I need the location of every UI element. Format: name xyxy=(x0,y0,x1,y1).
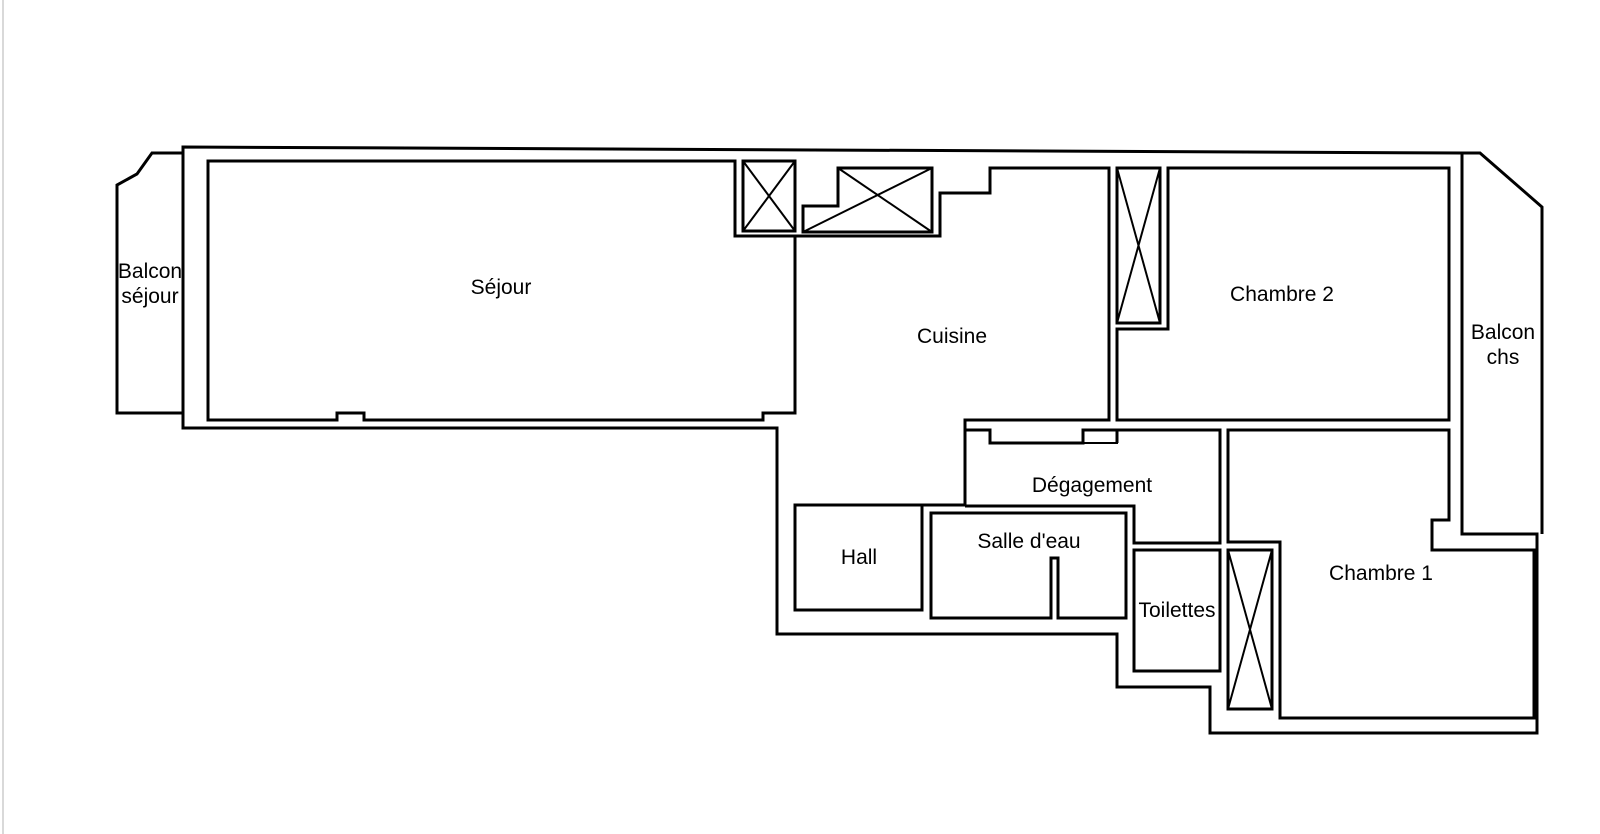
chambre-2-label: Chambre 2 xyxy=(1230,283,1334,306)
chambre-1-label: Chambre 1 xyxy=(1329,562,1433,585)
balcon-sejour-outline xyxy=(115,151,183,415)
shaft-2-cross-b xyxy=(802,167,933,233)
hall-room-outline xyxy=(793,503,924,612)
shaft-box-4 xyxy=(1226,548,1274,711)
cuisine-room-outline xyxy=(795,166,1111,507)
sejour-label: Séjour xyxy=(471,276,532,299)
toilettes-room-outline xyxy=(1132,548,1222,673)
toilettes-label: Toilettes xyxy=(1138,599,1215,622)
balcon-chs-label-line2: chs xyxy=(1487,346,1520,369)
chambre-2-room-outline xyxy=(1115,166,1451,422)
shaft-2-cross-a xyxy=(837,167,933,233)
salle-deau-label: Salle d'eau xyxy=(977,530,1080,553)
shaft-box-3 xyxy=(1115,166,1162,325)
degagement-notch xyxy=(1082,430,1118,444)
hall-label: Hall xyxy=(841,546,877,569)
sejour-room-outline xyxy=(206,159,797,422)
balcon-chs-label-line1: Balcon xyxy=(1471,321,1535,344)
shaft-box-1 xyxy=(741,159,797,233)
balcon-sejour-label-line1: Balcon xyxy=(118,260,182,283)
balcon-sejour-label-line2: séjour xyxy=(121,285,178,308)
balcon-chs-outline xyxy=(1462,151,1544,534)
outer-wall-outline xyxy=(181,145,1539,735)
degagement-label: Dégagement xyxy=(1032,474,1152,497)
shaft-1-cross-b xyxy=(742,160,796,232)
chambre-1-room-outline xyxy=(1226,428,1536,720)
salle-deau-room-outline xyxy=(929,511,1128,620)
shaft-4-cross-b xyxy=(1227,549,1273,710)
cuisine-label: Cuisine xyxy=(917,325,987,348)
shaft-3-cross-b xyxy=(1116,167,1161,324)
